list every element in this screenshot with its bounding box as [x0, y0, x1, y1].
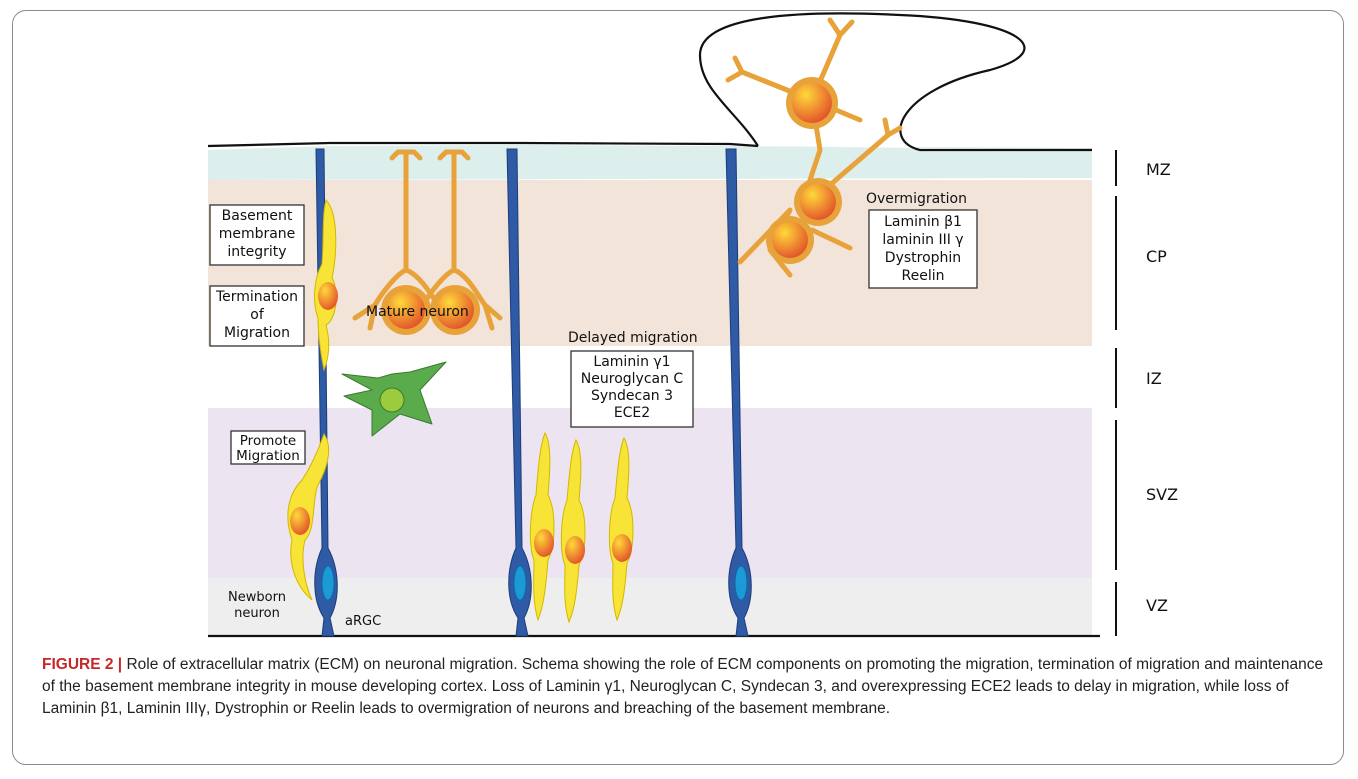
- mature-neuron-caption: Mature neuron: [366, 304, 469, 320]
- layer-band-vz: [208, 578, 1092, 636]
- delayed-box-line-4: ECE2: [614, 405, 650, 421]
- termination-box-line-2: of: [250, 307, 265, 323]
- layer-label-vz: VZ: [1146, 596, 1168, 615]
- overmigration-label: Overmigration: [866, 191, 967, 207]
- delayed-box-line-2: Neuroglycan C: [581, 371, 684, 387]
- overmigrating-neuron-3-nucleus: [772, 222, 808, 258]
- figure-caption: FIGURE 2 | Role of extracellular matrix …: [42, 654, 1332, 720]
- delayed-neuron-1-nucleus: [534, 529, 554, 557]
- delayed-migration-label: Delayed migration: [568, 330, 698, 346]
- layer-label-svz: SVZ: [1146, 485, 1178, 504]
- delayed-box-line-1: Laminin γ1: [593, 354, 670, 370]
- figure-caption-text: Role of extracellular matrix (ECM) on ne…: [42, 656, 1323, 717]
- termination-box-line-3: Migration: [224, 325, 290, 341]
- terminating-neuron-nucleus: [318, 282, 338, 310]
- promote-box-line-1: Promote: [240, 433, 296, 449]
- basement-box-line-1: Basement: [222, 208, 293, 224]
- argc-nucleus-2: [514, 566, 526, 600]
- newborn-neuron-nucleus: [290, 507, 310, 535]
- newborn-label-line-2: neuron: [234, 606, 280, 621]
- basement-box-line-3: integrity: [227, 244, 286, 260]
- argc-label: aRGC: [345, 614, 381, 629]
- overmigration-box-line-1: Laminin β1: [884, 214, 962, 230]
- termination-box-line-1: Termination: [215, 289, 298, 305]
- layer-label-iz: IZ: [1146, 369, 1162, 388]
- overmigration-box-line-4: Reelin: [902, 268, 945, 284]
- delayed-neuron-3-nucleus: [612, 534, 632, 562]
- argc-nucleus-1: [322, 566, 334, 600]
- promote-box-line-2: Migration: [236, 448, 300, 464]
- overmigration-box-line-3: Dystrophin: [885, 250, 961, 266]
- layer-label-cp: CP: [1146, 247, 1167, 266]
- layer-band-svz: [208, 408, 1092, 578]
- basement-box-line-2: membrane: [219, 226, 296, 242]
- delayed-box-line-3: Syndecan 3: [591, 388, 673, 404]
- overmigrating-neuron-2-nucleus: [800, 184, 836, 220]
- figure-label: FIGURE 2 |: [42, 656, 122, 673]
- argc-nucleus-3: [735, 566, 747, 600]
- cortex-migration-diagram: MZ CP IZ SVZ VZ Basement membrane integr…: [0, 0, 1358, 650]
- glial-cell-nucleus: [380, 388, 404, 412]
- overmigrating-neuron-1-nucleus: [792, 83, 832, 123]
- overmigration-box-line-2: laminin III γ: [882, 232, 963, 248]
- delayed-neuron-2-nucleus: [565, 536, 585, 564]
- layer-label-mz: MZ: [1146, 160, 1171, 179]
- newborn-label-line-1: Newborn: [228, 590, 286, 605]
